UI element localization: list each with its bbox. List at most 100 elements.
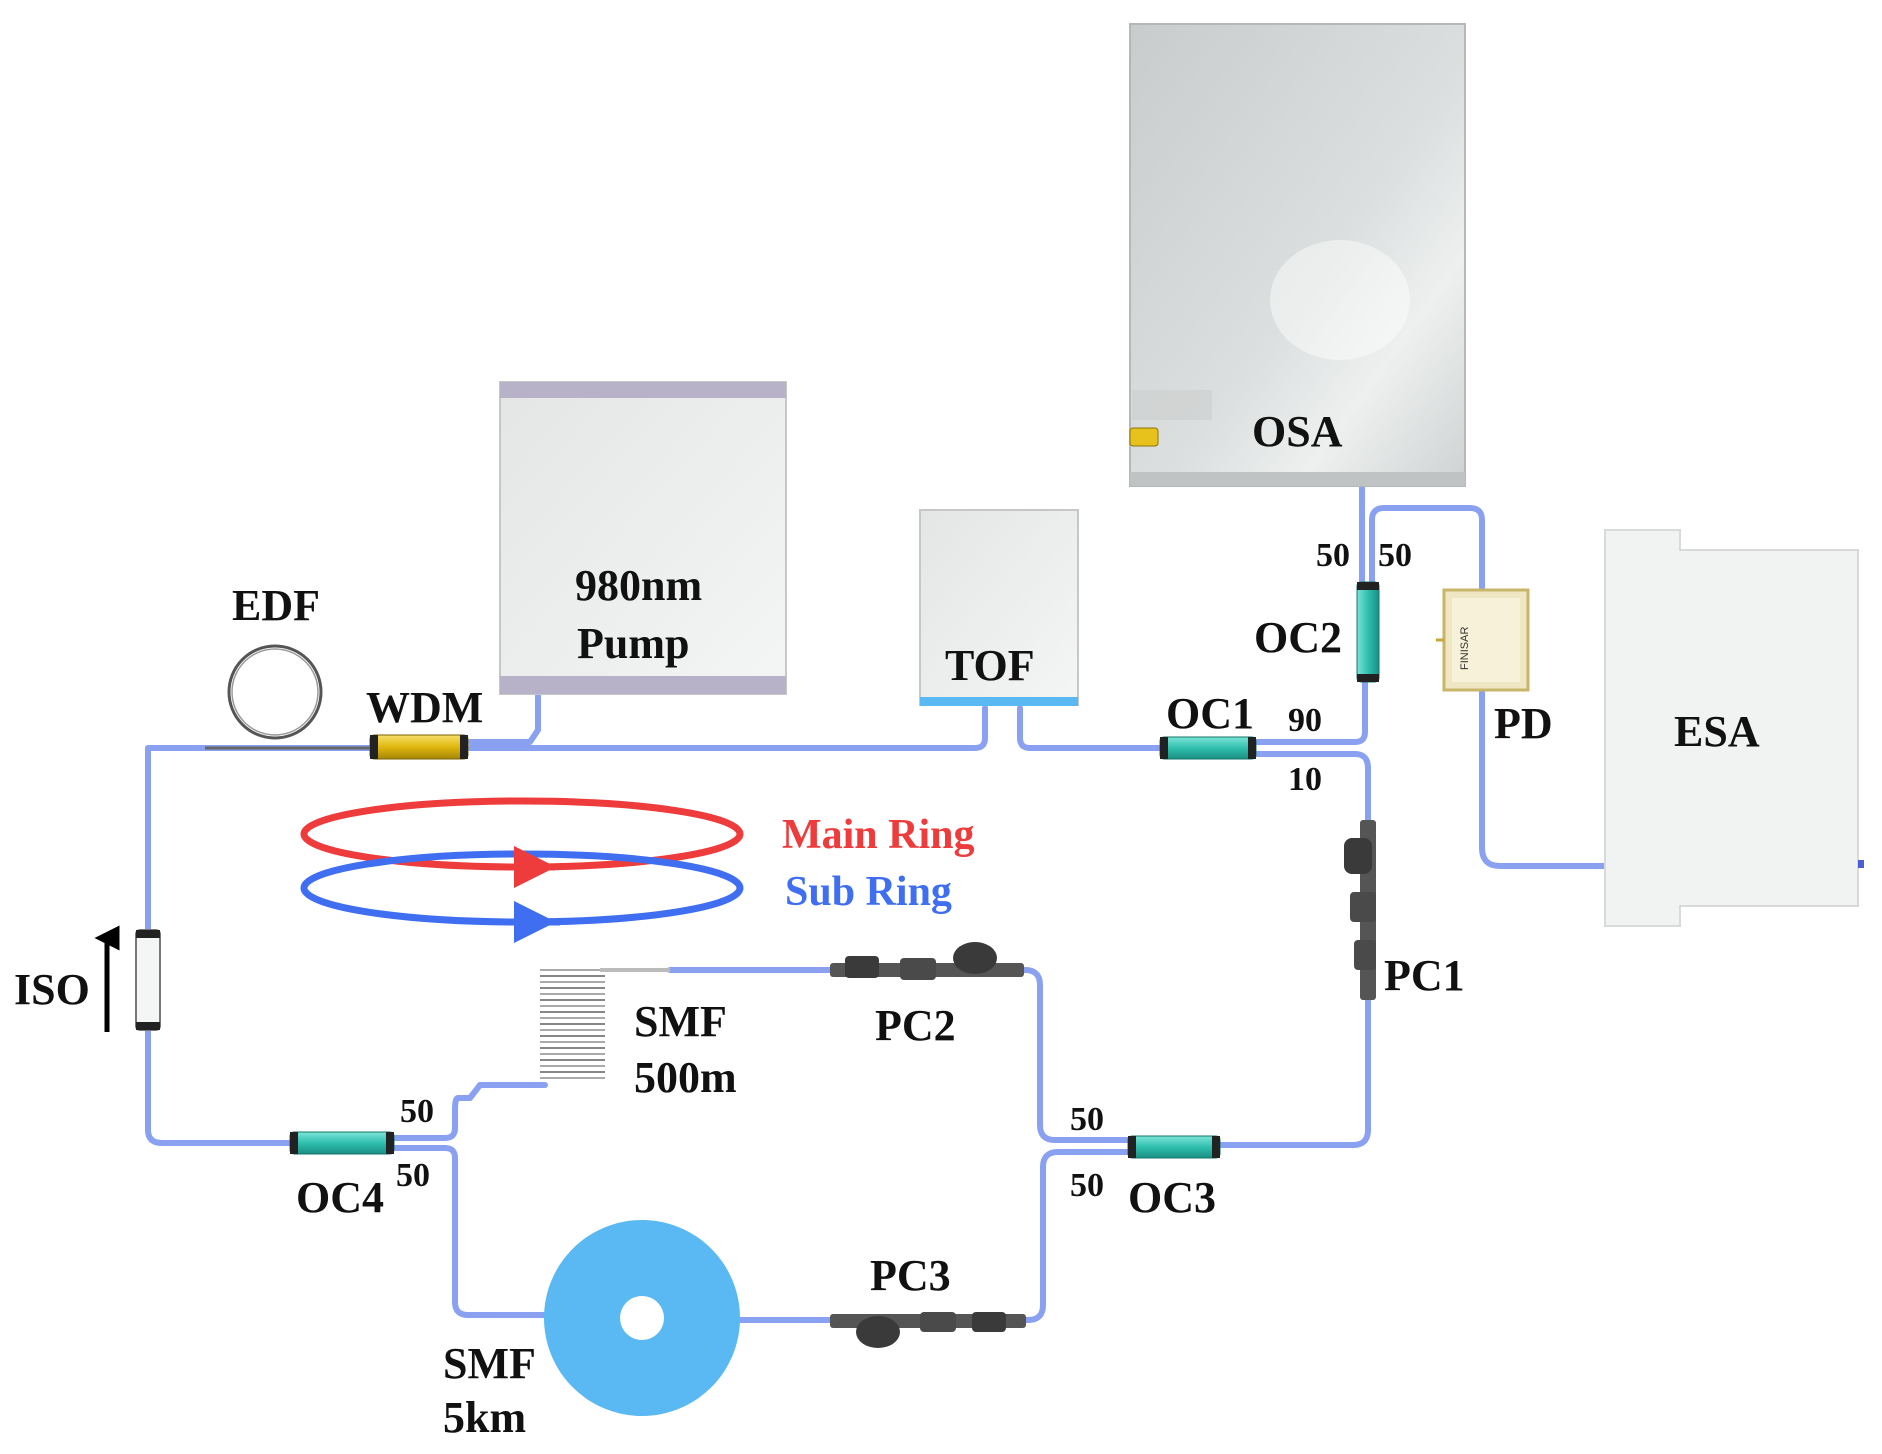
wdm-cap-right bbox=[460, 735, 468, 759]
osa-button bbox=[1129, 427, 1159, 447]
fiber-oc3-to-pc3 bbox=[1022, 1149, 1131, 1323]
fiber-oc2-to-pd bbox=[1369, 505, 1485, 593]
oc2-ratio-right: 50 bbox=[1378, 537, 1412, 574]
oc4-label: OC4 bbox=[296, 1173, 384, 1222]
oc1-ratio-10: 10 bbox=[1288, 761, 1322, 798]
pump-top-band bbox=[500, 382, 786, 398]
iso-label: ISO bbox=[14, 965, 90, 1014]
osa-base bbox=[1130, 472, 1465, 486]
ring-legend: Main Ring Sub Ring bbox=[300, 797, 975, 943]
oc2-body bbox=[1356, 581, 1380, 683]
pc1-label: PC1 bbox=[1384, 951, 1465, 1000]
smf-5km-label-line1: SMF bbox=[443, 1339, 536, 1388]
fiber-pd-to-esa bbox=[1479, 687, 1653, 869]
iso-cap-top bbox=[136, 930, 160, 938]
pc2-controller: PC2 bbox=[830, 942, 1024, 1050]
pc3-paddle-1 bbox=[856, 1316, 900, 1348]
smf-5km-label-line2: 5km bbox=[443, 1393, 526, 1442]
oc4-cap-left bbox=[290, 1132, 298, 1154]
oc1-ratio-90: 90 bbox=[1288, 702, 1322, 739]
tof-base bbox=[920, 697, 1078, 706]
fiber-smf5km-to-oc4 bbox=[392, 1145, 553, 1318]
oc2-cap-top bbox=[1357, 582, 1379, 590]
pump-label-line2: Pump bbox=[577, 619, 689, 668]
tof-filter: TOF bbox=[919, 509, 1079, 706]
pc1-paddle-1 bbox=[1344, 838, 1372, 874]
edf-loop-inner bbox=[231, 648, 319, 736]
oc4-ratio-bottom: 50 bbox=[396, 1157, 430, 1194]
wdm-cap-left bbox=[370, 735, 378, 759]
smf-5km-hub bbox=[620, 1296, 664, 1340]
pd-label: PD bbox=[1494, 699, 1553, 748]
fiber-oc1-90-to-oc2 bbox=[1252, 677, 1368, 745]
oc3-body bbox=[1127, 1135, 1221, 1159]
osa-instrument: OSA bbox=[1129, 23, 1466, 487]
oc3-ratio-bottom: 50 bbox=[1070, 1167, 1104, 1204]
isolator: ISO bbox=[14, 925, 161, 1032]
oc3-ratio-top: 50 bbox=[1070, 1101, 1104, 1138]
pc1-paddle-2 bbox=[1350, 892, 1376, 922]
fiber-main-top bbox=[145, 745, 373, 1133]
pump-bottom-band bbox=[500, 676, 786, 694]
oc2-ratio-left: 50 bbox=[1316, 537, 1350, 574]
oc2-cap-bottom bbox=[1357, 674, 1379, 682]
fiber-smf500-to-oc4 bbox=[392, 1082, 548, 1141]
pc2-paddle-2 bbox=[900, 958, 936, 980]
oc1-body bbox=[1159, 736, 1257, 760]
oc2-label: OC2 bbox=[1254, 613, 1342, 662]
pc2-paddle-3 bbox=[953, 942, 997, 974]
iso-cap-bottom bbox=[136, 1022, 160, 1030]
smf-500m-windings bbox=[540, 969, 605, 1079]
oc3-cap-right bbox=[1212, 1136, 1220, 1158]
pc2-label: PC2 bbox=[875, 1001, 956, 1050]
oc2-coupler: OC2 50 50 bbox=[1254, 537, 1412, 683]
pc3-paddle-2 bbox=[920, 1312, 956, 1332]
smf-5km-spool: SMF 5km bbox=[443, 1220, 740, 1442]
smf-500m-label-line2: 500m bbox=[634, 1053, 737, 1102]
sub-ring-label: Sub Ring bbox=[785, 869, 952, 915]
fiber-tof-to-oc1 bbox=[1017, 705, 1163, 751]
oc1-label: OC1 bbox=[1166, 689, 1254, 738]
osa-label: OSA bbox=[1252, 407, 1343, 456]
pc3-label: PC3 bbox=[870, 1251, 951, 1300]
esa-port bbox=[1858, 860, 1864, 868]
pc1-controller: PC1 bbox=[1344, 820, 1465, 1000]
oc1-coupler: OC1 90 10 bbox=[1159, 689, 1322, 798]
pd-face bbox=[1452, 598, 1520, 682]
fiber-wdm-to-tof bbox=[467, 705, 988, 751]
osa-plate bbox=[1132, 390, 1212, 420]
pc3-controller: PC3 bbox=[830, 1251, 1026, 1348]
smf-500m-coil: SMF 500m bbox=[540, 968, 737, 1102]
pump-laser: 980nm Pump bbox=[499, 381, 787, 695]
oc3-label: OC3 bbox=[1128, 1173, 1216, 1222]
tof-label: TOF bbox=[945, 641, 1035, 690]
oc3-coupler: OC3 50 50 bbox=[1070, 1101, 1221, 1222]
fiber-wdm-to-pump bbox=[467, 692, 541, 745]
pd-brand: FINISAR bbox=[1459, 627, 1471, 670]
wdm-coupler: WDM bbox=[366, 683, 483, 760]
oc1-cap-left bbox=[1160, 737, 1168, 759]
oc1-cap-right bbox=[1248, 737, 1256, 759]
pump-label-line1: 980nm bbox=[575, 561, 702, 610]
wdm-body bbox=[369, 734, 469, 760]
pc2-paddle-1 bbox=[845, 956, 879, 978]
main-ring-label: Main Ring bbox=[782, 812, 975, 858]
esa-instrument: ESA bbox=[1604, 529, 1864, 927]
smf-500m-label-line1: SMF bbox=[634, 997, 727, 1046]
fiber-oc3-to-pc2 bbox=[1017, 967, 1131, 1143]
oc4-cap-right bbox=[386, 1132, 394, 1154]
oc4-body bbox=[289, 1131, 395, 1155]
photodetector: FINISAR PD bbox=[1436, 588, 1553, 748]
oc4-coupler: OC4 50 50 bbox=[289, 1093, 434, 1222]
oc4-ratio-top: 50 bbox=[400, 1093, 434, 1130]
esa-body bbox=[1604, 529, 1859, 927]
edf-loop bbox=[227, 644, 323, 740]
pc1-paddle-3 bbox=[1354, 940, 1376, 970]
fiber-oc1-10-to-oc3 bbox=[1215, 751, 1371, 1148]
edf-coil: EDF bbox=[205, 581, 370, 750]
iso-body bbox=[135, 929, 161, 1031]
edf-label: EDF bbox=[232, 581, 320, 630]
fiber-oc4-to-iso bbox=[145, 1127, 293, 1146]
oc3-cap-left bbox=[1128, 1136, 1136, 1158]
